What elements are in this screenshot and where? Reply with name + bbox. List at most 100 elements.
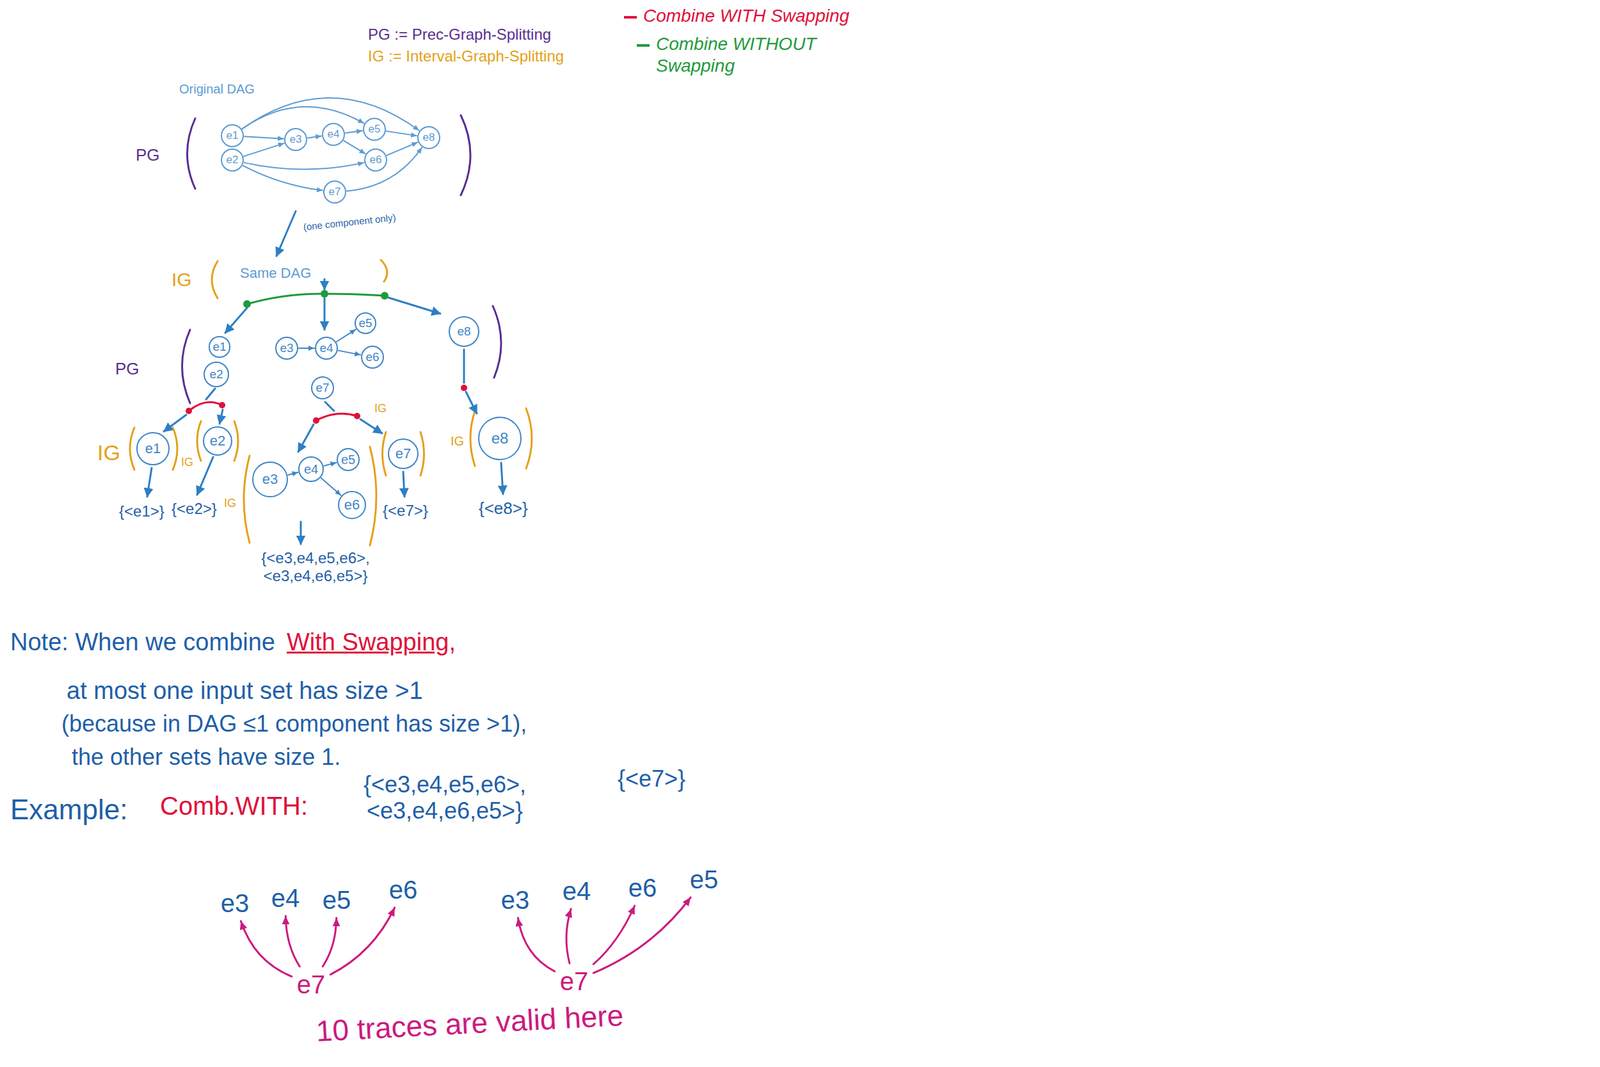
- combine-dot: [218, 401, 226, 409]
- arrow-head: [277, 142, 285, 148]
- example-operator: Comb.WITH:: [160, 791, 308, 821]
- flow-stub: [325, 401, 335, 411]
- flow-stub: [463, 349, 466, 383]
- combine-dot: [312, 417, 320, 424]
- dependency-arrow: [593, 897, 691, 973]
- event-text: e7: [295, 969, 328, 1000]
- flow-arrow: [323, 298, 326, 330]
- result-arrow: [300, 521, 303, 544]
- arrow-head: [565, 908, 573, 918]
- note-text: Note: When we combine: [10, 628, 276, 657]
- dependency-arrow: [386, 131, 417, 138]
- event-text: e6: [387, 874, 420, 905]
- event-circle: e4: [314, 336, 338, 360]
- arrow-head: [412, 124, 420, 131]
- event-circle: e5: [336, 448, 360, 472]
- node-label: e3: [279, 341, 294, 356]
- annotation: (one component only): [302, 211, 397, 233]
- arrow-head: [240, 920, 248, 930]
- flow-arrow: [219, 409, 223, 424]
- node-label: e5: [341, 452, 356, 467]
- connector-line: [244, 162, 365, 169]
- flow-arrow: [298, 424, 314, 452]
- node-label: e2: [226, 154, 239, 167]
- dependency-arrow: [282, 915, 301, 967]
- connector-line: [243, 143, 285, 157]
- node-label: e6: [369, 154, 383, 167]
- flow-arrow: [323, 279, 326, 290]
- node-label: e7: [560, 967, 589, 996]
- pg-bracket: [187, 118, 196, 189]
- arrow-head: [410, 132, 418, 138]
- node-label: e4: [562, 876, 592, 905]
- connector-line: [240, 920, 292, 977]
- event-circle: e5: [362, 117, 386, 141]
- connector-line: [593, 897, 691, 973]
- node-label: e6: [628, 873, 658, 902]
- event-circle: e6: [364, 148, 388, 172]
- pg-bracket: [460, 115, 471, 196]
- ig-bracket: [420, 432, 425, 476]
- trace-set: {<e3,e4,e5,e6>, <e3,e4,e6,e5>}: [339, 771, 551, 825]
- trace-set: {<e1>}: [119, 502, 165, 521]
- event-circle: e5: [354, 312, 377, 335]
- arrow-head: [291, 471, 299, 477]
- event-circle: e7: [323, 180, 347, 204]
- node-label: e8: [491, 430, 509, 447]
- legend-entry: Combine WITH Swapping: [624, 5, 850, 27]
- node-label: e4: [327, 128, 340, 141]
- dependency-arrow: [288, 471, 298, 477]
- definition-text: PG := Prec-Graph-Splitting: [368, 25, 552, 44]
- result-arrow: [501, 462, 504, 495]
- node-label: e4: [319, 341, 333, 356]
- ig-bracket: [470, 410, 475, 466]
- combine-dot: [380, 291, 389, 300]
- graph-caption: Original DAG: [179, 81, 255, 97]
- node-label: e4: [304, 462, 319, 477]
- node-label: e1: [145, 440, 161, 457]
- connector-line: [321, 478, 342, 496]
- node-label: e2: [209, 368, 223, 382]
- dependency-arrow: [307, 134, 322, 140]
- node-label: e5: [322, 885, 352, 914]
- combine-dot: [353, 412, 361, 420]
- dependency-arrow: [244, 135, 284, 141]
- combine-dot: [460, 384, 468, 392]
- dependency-arrow: [515, 917, 555, 972]
- event-text: e6: [626, 872, 660, 903]
- operator-label: PG: [135, 145, 160, 166]
- arrow-head: [416, 147, 422, 155]
- connector-line: [336, 329, 356, 342]
- node-label: e6: [389, 875, 418, 904]
- definition-text: IG := Interval-Graph-Splitting: [368, 47, 564, 66]
- node-label: e3: [220, 888, 250, 918]
- event-circle: e1: [208, 336, 230, 358]
- dependency-arrow: [343, 140, 366, 154]
- dependency-arrow: [346, 147, 422, 192]
- arrow-head: [282, 915, 290, 925]
- event-text: e4: [560, 876, 594, 906]
- trace-set: {<e8>}: [478, 499, 528, 519]
- flow-arrow: [388, 297, 441, 314]
- arrow-head: [316, 186, 323, 192]
- flow-arrow: [360, 419, 383, 434]
- ig-bracket: [211, 261, 218, 299]
- event-circle: e1: [136, 432, 170, 466]
- node-label: e3: [501, 885, 530, 914]
- event-text: e3: [499, 885, 532, 915]
- node-label: e3: [289, 133, 303, 146]
- dependency-arrow: [330, 907, 395, 975]
- flow-arrow: [465, 391, 477, 414]
- result-note: 10 traces are valid here: [315, 998, 625, 1049]
- trace-set: {<e3,e4,e5,e6>, <e3,e4,e6,e5>}: [245, 549, 386, 585]
- arrow-head: [411, 142, 418, 147]
- combine-dot: [185, 407, 192, 415]
- event-circle: e8: [417, 126, 441, 150]
- event-circle: e2: [202, 426, 233, 456]
- legend-text: Combine WITHOUT Swapping: [656, 33, 848, 77]
- arrow-head: [315, 134, 322, 140]
- pg-bracket: [492, 305, 502, 378]
- ig-bracket: [129, 427, 135, 470]
- flow-arrow: [225, 307, 248, 333]
- event-circle: e3: [252, 461, 288, 498]
